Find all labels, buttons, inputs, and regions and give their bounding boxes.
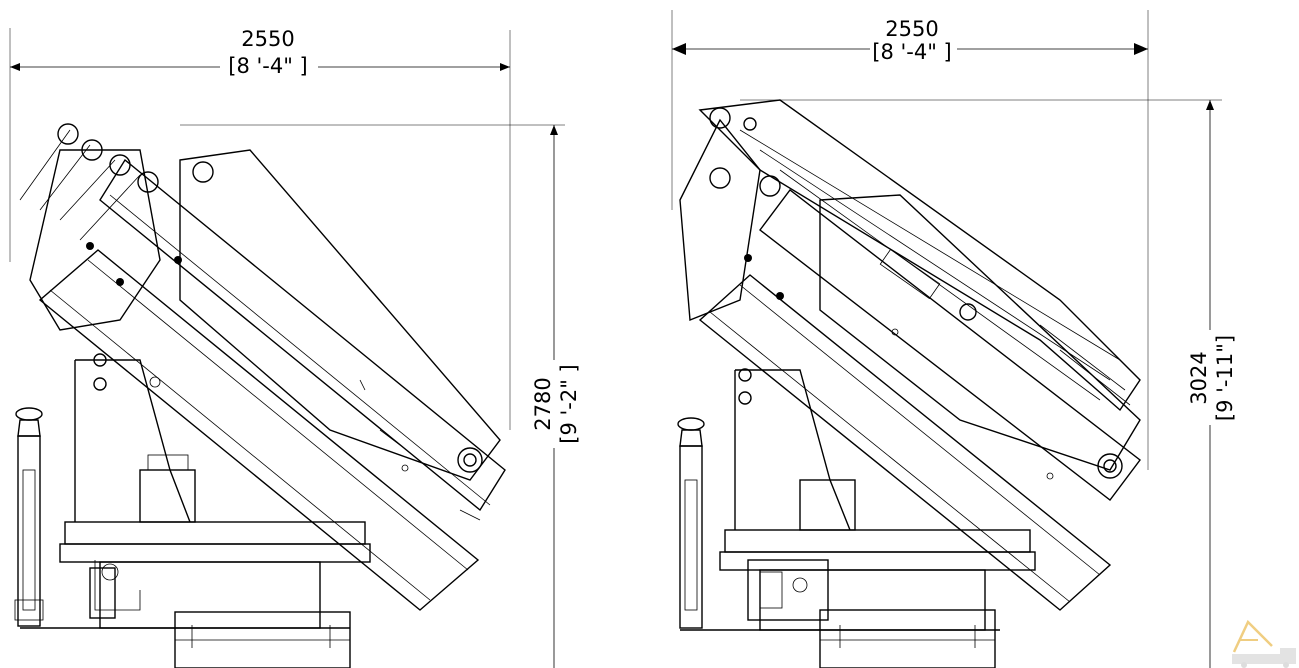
left-crane-view: 2550 [8 '-4" ] 2780 [9 '-2" ] [9, 27, 581, 668]
truck-crane-logo-icon [1232, 619, 1296, 668]
right-boom-stack [679, 99, 1141, 611]
right-crane-base [680, 369, 1036, 668]
left-width-ftin: [8 '-4" ] [228, 54, 307, 78]
left-boom-stack [19, 123, 506, 611]
right-crane-view: 2550 [8 '-4" ] 3024 [9 '-11"] [671, 10, 1237, 668]
left-crane-base [20, 359, 371, 668]
right-stabilizer-leg [677, 417, 705, 629]
left-stabilizer-leg [14, 407, 44, 627]
right-height-ftin: [9 '-11"] [1213, 335, 1237, 421]
left-height-ftin: [9 '-2" ] [557, 364, 581, 443]
right-width-ftin: [8 '-4" ] [872, 40, 951, 64]
left-height-mm: 2780 [531, 377, 555, 430]
left-width-mm: 2550 [241, 27, 294, 51]
right-height-mm: 3024 [1187, 351, 1211, 404]
right-width-mm: 2550 [885, 17, 938, 41]
